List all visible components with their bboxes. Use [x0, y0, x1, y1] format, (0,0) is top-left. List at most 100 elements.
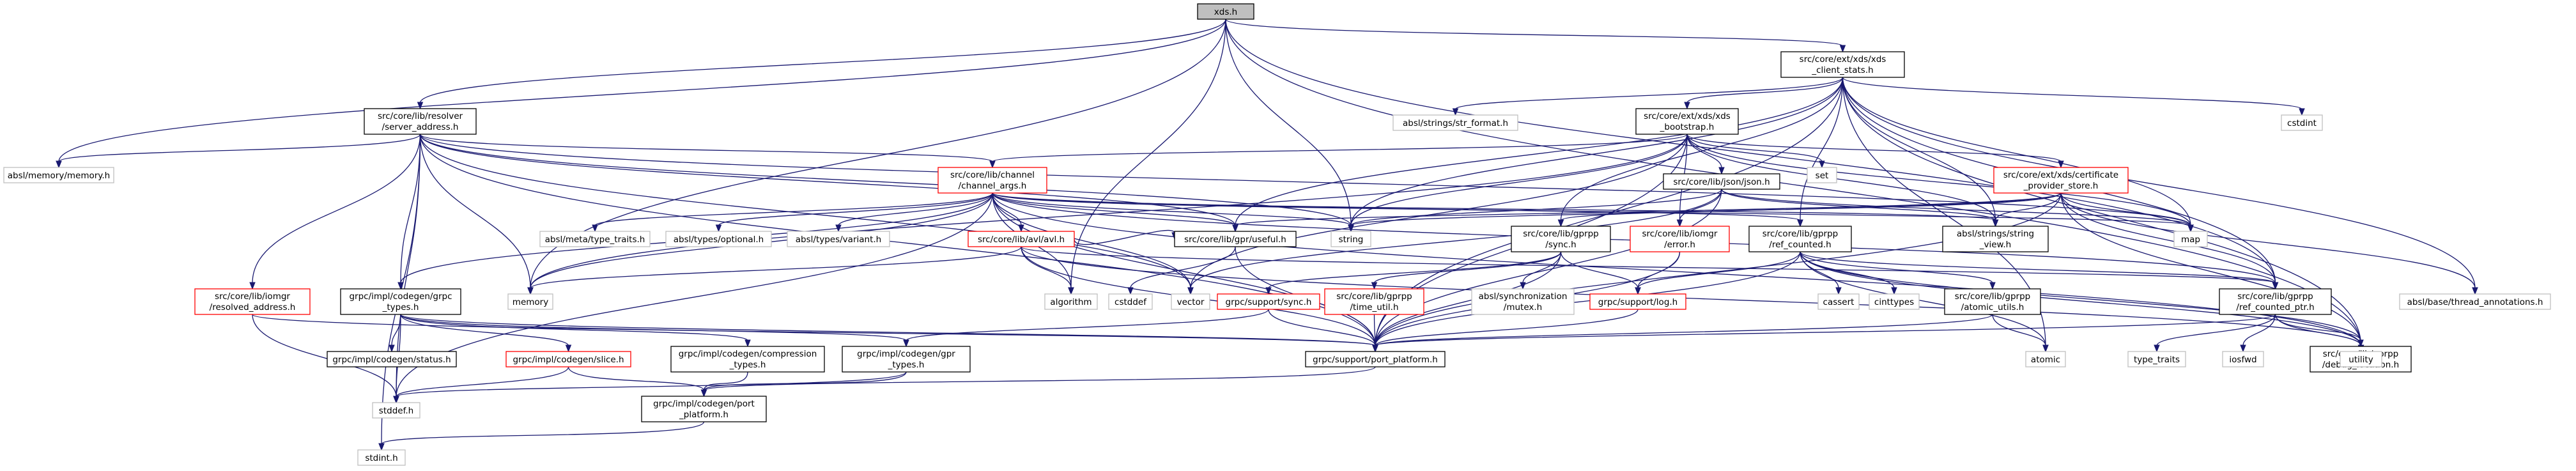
- node-gpr-types[interactable]: grpc/impl/codegen/gpr_types.h: [842, 346, 971, 373]
- node-label: absl/base/thread_annotations.h: [2407, 297, 2543, 307]
- edge-client_stats-to-thread_annotations: [1842, 77, 2478, 295]
- node-label: absl/types/variant.h: [796, 235, 881, 245]
- node-port-platform-support[interactable]: grpc/support/port_platform.h: [1305, 351, 1446, 367]
- edge-compression_types-to-port_platform_codegen: [700, 371, 748, 398]
- node-label: _bootstrap.h: [1660, 122, 1715, 132]
- edge-xds-to-absl_memory: [56, 19, 1226, 169]
- node-type-traits-absl[interactable]: absl/meta/type_traits.h: [539, 231, 651, 247]
- node-gprpp-sync[interactable]: src/core/lib/gprpp/sync.h: [1511, 226, 1611, 252]
- node-atomic[interactable]: atomic: [2025, 351, 2066, 367]
- node-label: absl/types/optional.h: [674, 235, 764, 245]
- edge-client_stats-to-bootstrap: [1684, 77, 1844, 110]
- node-label: /server_address.h: [382, 122, 459, 132]
- node-ref-counted[interactable]: src/core/lib/gprpp/ref_counted.h: [1748, 226, 1852, 252]
- node-memory[interactable]: memory: [507, 293, 553, 310]
- node-server-address[interactable]: src/core/lib/resolver/server_address.h: [364, 108, 477, 135]
- edge-bootstrap-to-json: [1686, 134, 1725, 175]
- node-cstddef[interactable]: cstddef: [1108, 293, 1153, 310]
- node-label: stddef.h: [379, 406, 413, 416]
- node-ref-counted-ptr[interactable]: src/core/lib/gprpp/ref_counted_ptr.h: [2219, 288, 2332, 315]
- node-utility[interactable]: utility: [2340, 351, 2382, 367]
- node-support-sync[interactable]: grpc/support/sync.h: [1217, 293, 1320, 310]
- node-map[interactable]: map: [2173, 231, 2208, 247]
- node-iosfwd[interactable]: iosfwd: [2222, 351, 2264, 367]
- graph-edges: [56, 19, 2478, 451]
- node-label: cinttypes: [1874, 297, 1914, 307]
- node-label: /ref_counted_ptr.h: [2236, 302, 2314, 313]
- node-cert-store[interactable]: src/core/ext/xds/certificate_provider_st…: [1993, 167, 2129, 194]
- node-label: absl/meta/type_traits.h: [545, 235, 645, 245]
- node-set[interactable]: set: [1807, 167, 1837, 183]
- node-absl-memory[interactable]: absl/memory/memory.h: [3, 167, 114, 183]
- node-compression-types[interactable]: grpc/impl/codegen/compression_types.h: [670, 346, 825, 373]
- node-stdint[interactable]: stdint.h: [357, 449, 406, 466]
- node-absl-mutex[interactable]: absl/synchronization/mutex.h: [1471, 288, 1575, 315]
- edge-support_log-to-port_platform_support: [1372, 309, 1639, 353]
- node-useful[interactable]: src/core/lib/gpr/useful.h: [1174, 231, 1297, 247]
- node-label: src/core/lib/gpr/useful.h: [1184, 235, 1286, 245]
- edge-channel_args-to-string: [992, 192, 1354, 233]
- node-time-util[interactable]: src/core/lib/gprpp/time_util.h: [1324, 288, 1424, 315]
- node-cassert[interactable]: cassert: [1817, 293, 1860, 310]
- edge-atomic_utils-to-port_platform_support: [1372, 314, 1993, 353]
- edge-avl-to-ref_counted_ptr: [1021, 246, 2279, 290]
- node-label: iosfwd: [2229, 355, 2256, 365]
- edge-bootstrap-to-channel_args: [989, 134, 1688, 169]
- node-label: _types.h: [382, 302, 419, 313]
- node-string-view[interactable]: absl/strings/string_view.h: [1942, 226, 2049, 252]
- node-label: src/core/lib/gprpp: [1762, 229, 1839, 239]
- node-label: /channel_args.h: [959, 181, 1027, 191]
- node-cinttypes[interactable]: cinttypes: [1869, 293, 1920, 310]
- node-label: atomic: [2031, 355, 2060, 365]
- node-xds[interactable]: xds.h: [1197, 3, 1254, 20]
- node-bootstrap[interactable]: src/core/ext/xds/xds_bootstrap.h: [1635, 108, 1739, 135]
- node-avl[interactable]: src/core/lib/avl/avl.h: [968, 231, 1075, 247]
- node-label: grpc/impl/codegen/grpc: [349, 291, 452, 302]
- node-channel-args[interactable]: src/core/lib/channel/channel_args.h: [937, 167, 1047, 194]
- node-grpc-types[interactable]: grpc/impl/codegen/grpc_types.h: [340, 288, 461, 315]
- node-slice[interactable]: grpc/impl/codegen/slice.h: [505, 351, 631, 367]
- node-label: /error.h: [1664, 240, 1695, 250]
- edge-ref_counted-to-ref_counted_ptr: [1800, 251, 2279, 290]
- node-support-log[interactable]: grpc/support/log.h: [1589, 293, 1686, 310]
- node-cstdint[interactable]: cstdint: [2281, 114, 2323, 131]
- node-str-format[interactable]: absl/strings/str_format.h: [1392, 114, 1518, 131]
- edge-ref_counted_ptr-to-port_platform_support: [1372, 314, 2276, 353]
- edge-bootstrap-to-cert_store: [1686, 134, 2064, 169]
- node-label: memory: [513, 297, 548, 307]
- node-resolved-address[interactable]: src/core/lib/iomgr/resolved_address.h: [194, 288, 311, 315]
- node-string[interactable]: string: [1330, 231, 1371, 247]
- edge-avl-to-memory: [527, 246, 1022, 295]
- edge-channel_args-to-map: [992, 192, 2194, 233]
- node-label: src/core/lib/iomgr: [1642, 229, 1718, 239]
- edge-channel_args-to-type_traits_absl: [592, 192, 993, 233]
- node-status[interactable]: grpc/impl/codegen/status.h: [327, 351, 457, 367]
- node-label: src/core/lib/json/json.h: [1673, 177, 1770, 187]
- node-thread-annotations[interactable]: absl/base/thread_annotations.h: [2399, 293, 2551, 310]
- node-optional[interactable]: absl/types/optional.h: [665, 231, 772, 247]
- node-iomgr-error[interactable]: src/core/lib/iomgr/error.h: [1630, 226, 1730, 252]
- node-port-platform-codegen[interactable]: grpc/impl/codegen/port_platform.h: [641, 396, 767, 422]
- node-variant[interactable]: absl/types/variant.h: [787, 231, 890, 247]
- node-label: src/core/lib/avl/avl.h: [978, 235, 1065, 245]
- node-type-traits[interactable]: type_traits: [2127, 351, 2186, 367]
- node-label: absl/strings/string: [1957, 229, 2034, 239]
- node-label: src/core/lib/gprpp: [1336, 291, 1412, 302]
- node-vector[interactable]: vector: [1171, 293, 1210, 310]
- edge-cert_store-to-string: [1348, 192, 2062, 233]
- node-label: /mutex.h: [1504, 302, 1542, 313]
- node-json[interactable]: src/core/lib/json/json.h: [1663, 173, 1780, 190]
- node-atomic-utils[interactable]: src/core/lib/gprpp/atomic_utils.h: [1944, 288, 2041, 315]
- node-label: absl/memory/memory.h: [8, 171, 110, 181]
- node-stddef[interactable]: stddef.h: [372, 402, 420, 419]
- node-algorithm[interactable]: algorithm: [1044, 293, 1098, 310]
- node-label: grpc/impl/codegen/compression: [679, 349, 817, 359]
- node-label: _types.h: [888, 360, 925, 370]
- node-label: utility: [2348, 355, 2373, 365]
- edge-xds-to-string: [1225, 19, 1354, 233]
- node-label: _client_stats.h: [1811, 65, 1873, 75]
- node-client-stats[interactable]: src/core/ext/xds/xds_client_stats.h: [1780, 51, 1905, 78]
- edge-channel_args-to-variant: [835, 192, 993, 233]
- edge-support_sync-to-port_platform_support: [1268, 309, 1378, 353]
